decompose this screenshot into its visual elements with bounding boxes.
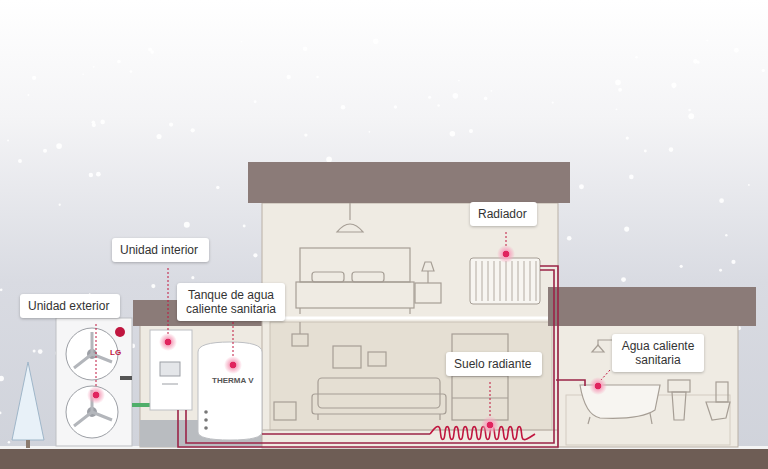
bathroom — [548, 287, 756, 447]
callout-label: Tanque de agua caliente sanitaria — [185, 288, 277, 316]
tank-callout: Tanque de agua caliente sanitaria — [177, 283, 285, 321]
tree — [12, 362, 44, 448]
outdoor-unit-callout: Unidad exterior — [20, 294, 120, 318]
leader-lines — [96, 232, 610, 418]
callout-label: Radiador — [478, 207, 529, 221]
brand-logo: LG — [110, 348, 121, 357]
water-pipes — [178, 266, 585, 447]
radiator — [470, 258, 540, 304]
product-name: THERMA V — [212, 376, 253, 385]
bedroom-furniture — [296, 203, 441, 314]
callout-label: Unidad interior — [120, 243, 201, 257]
radiator-callout: Radiador — [470, 202, 537, 226]
underfloor-callout: Suelo radiante — [446, 352, 542, 376]
utility-room — [133, 300, 268, 447]
refrigerant-pipe — [132, 403, 150, 407]
hot-water-tank — [198, 342, 262, 440]
indoor-unit — [150, 330, 192, 410]
callout-label: Suelo radiante — [454, 357, 534, 371]
bathroom-fixtures — [580, 340, 730, 424]
callout-label: Agua caliente sanitaria — [620, 339, 696, 367]
hot-water-callout: Agua caliente sanitaria — [612, 334, 704, 372]
callout-label: Unidad exterior — [28, 299, 112, 313]
outdoor-unit — [56, 318, 132, 446]
ground — [0, 448, 768, 469]
main-house — [248, 162, 570, 448]
indoor-unit-callout: Unidad interior — [112, 238, 209, 262]
callout-dots — [87, 245, 607, 434]
